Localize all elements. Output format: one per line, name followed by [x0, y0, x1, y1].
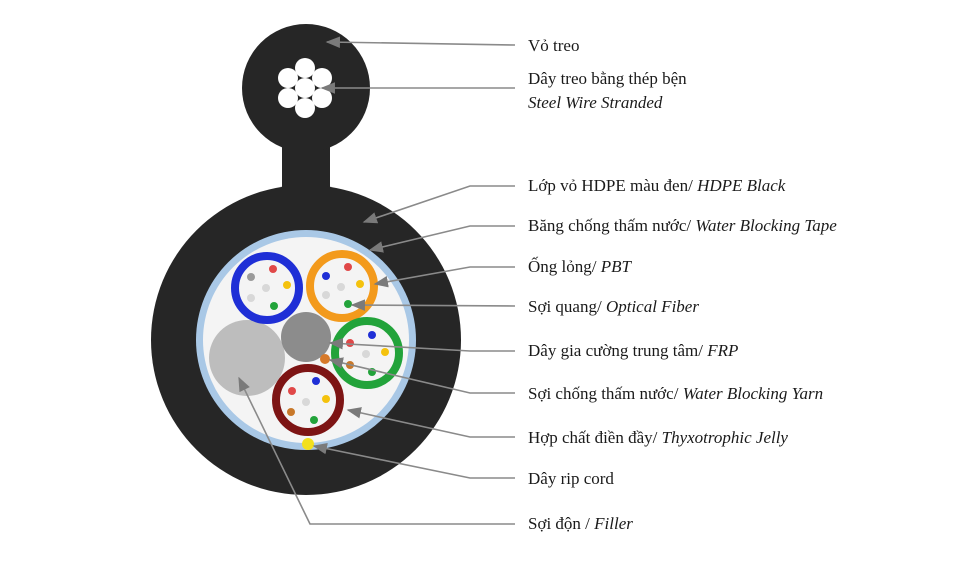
leader-rip-cord	[312, 442, 515, 479]
label-rip-cord: Dây rip cord	[528, 469, 614, 488]
steel-wire-strand	[295, 58, 315, 78]
fiber-dot	[269, 265, 277, 273]
label-thixotropic-jelly: Hợp chất điền đầy/ Thyxotrophic Jelly	[528, 428, 788, 447]
steel-wire-strand	[278, 68, 298, 88]
fiber-dot	[288, 387, 296, 395]
central-frp	[281, 312, 331, 362]
fiber-dot	[270, 302, 278, 310]
loose-tube-maroon	[272, 364, 344, 436]
fiber-dot	[381, 348, 389, 356]
fiber-dot	[287, 408, 295, 416]
tube-wall	[231, 252, 303, 324]
fiber-dot	[344, 263, 352, 271]
steel-wire-strand	[312, 68, 332, 88]
label-optical-fiber: Sợi quang/ Optical Fiber	[528, 297, 699, 316]
fiber-dot	[247, 294, 255, 302]
leader-water-blocking-tape	[368, 225, 515, 253]
fiber-dot	[322, 272, 330, 280]
fiber-dot	[302, 398, 310, 406]
label-filler: Sợi độn / Filler	[528, 514, 633, 533]
fiber-dot	[356, 280, 364, 288]
label-hdpe-jacket: Lớp vỏ HDPE màu đen/ HDPE Black	[528, 176, 786, 195]
label-steel-wire-en: Steel Wire Stranded	[528, 93, 663, 112]
fiber-dot	[247, 273, 255, 281]
label-frp: Dây gia cường trung tâm/ FRP	[528, 341, 738, 360]
leader-lines	[238, 36, 516, 525]
label-loose-tube: Ống lỏng/ PBT	[528, 257, 633, 276]
fiber-dot	[346, 339, 354, 347]
label-water-blocking-yarn: Sợi chống thấm nước/ Water Blocking Yarn	[528, 384, 823, 403]
leader-optical-fiber	[350, 299, 516, 311]
fiber-dot	[337, 283, 345, 291]
label-water-blocking-tape: Băng chống thấm nước/ Water Blocking Tap…	[528, 216, 837, 235]
leader-water-blocking-yarn	[328, 357, 515, 394]
water-blocking-yarn-strand	[320, 354, 330, 364]
label-steel-wire: Dây treo bằng thép bện	[528, 69, 687, 88]
leader-hdpe-jacket	[362, 185, 515, 224]
steel-wire-strand	[312, 88, 332, 108]
steel-wire-strand	[295, 78, 315, 98]
fiber-dot	[368, 331, 376, 339]
steel-wire-strand	[278, 88, 298, 108]
fiber-dot	[283, 281, 291, 289]
fiber-dot	[262, 284, 270, 292]
fiber-dot	[344, 300, 352, 308]
callout-labels: Vỏ treo Dây treo bằng thép bện Steel Wir…	[528, 36, 837, 533]
filler-rod	[209, 320, 285, 396]
cable-body	[151, 185, 461, 495]
fiber-dot	[322, 395, 330, 403]
tube-wall	[331, 317, 403, 389]
leader-thixotropic-jelly	[346, 407, 515, 438]
fiber-dot	[312, 377, 320, 385]
tube-wall	[272, 364, 344, 436]
leader-messenger-sheath	[325, 36, 516, 48]
leader-filler	[238, 376, 515, 525]
rip-cord	[302, 438, 314, 450]
label-messenger-sheath: Vỏ treo	[528, 36, 579, 55]
leader-frp	[328, 337, 515, 352]
leader-loose-tube	[373, 266, 515, 288]
fiber-dot	[310, 416, 318, 424]
fiber-dot	[362, 350, 370, 358]
messenger-unit	[242, 24, 370, 198]
loose-tube-blue	[231, 252, 303, 324]
fiber-dot	[322, 291, 330, 299]
steel-wire-strand	[295, 98, 315, 118]
